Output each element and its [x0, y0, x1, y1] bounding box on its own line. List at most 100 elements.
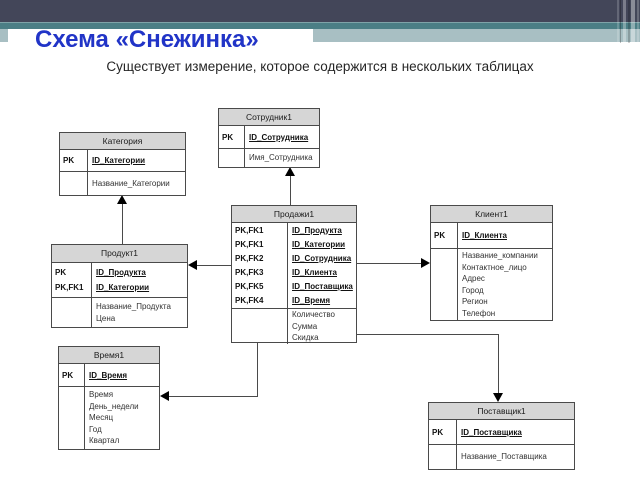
key-field: ID_Сотрудника: [292, 253, 352, 263]
attribute: Имя_Сотрудника: [249, 153, 313, 163]
key-field-column: ID_Категории: [88, 150, 185, 171]
key-column: PK: [219, 126, 245, 148]
attribute: Контактное_лицо: [462, 262, 527, 272]
attribute: Сумма: [292, 321, 318, 331]
table-title: Продажи1: [232, 206, 356, 223]
corner-stripe: [617, 0, 619, 43]
attribute: Регион: [462, 297, 488, 306]
corner-stripe: [628, 0, 630, 43]
connector-prodazhi-sotrudnik: [290, 175, 291, 205]
key-field: ID_Время: [292, 295, 331, 305]
key-label: PK: [432, 427, 444, 437]
header-top-bar: [0, 0, 640, 22]
corner-stripe: [631, 0, 635, 43]
key-label: PK,FK3: [235, 267, 264, 277]
key-label: PK: [222, 132, 234, 142]
key-field-column: ID_Время: [85, 364, 159, 386]
key-label: PK,FK1: [235, 239, 264, 249]
corner-stripe: [620, 0, 621, 43]
attribute: Название_Поставщика: [461, 452, 547, 462]
key-label: PK,FK4: [235, 295, 264, 305]
arrowhead-left-icon: [188, 260, 197, 270]
key-field: ID_Клиента: [292, 267, 337, 277]
table-title: Время1: [59, 347, 159, 364]
attribute: Название_компании: [462, 251, 538, 260]
key-label: PK: [434, 231, 446, 240]
attribute-column: Название_Поставщика: [457, 444, 574, 469]
attribute: Квартал: [89, 436, 120, 446]
attribute: Название_Категории: [92, 178, 170, 188]
attribute-key-gutter: [52, 297, 92, 327]
key-field-column: ID_Клиента: [458, 223, 552, 248]
key-column: PK: [431, 223, 458, 248]
key-label: PK: [62, 370, 74, 380]
connector-prodazhi-klient: [357, 263, 422, 264]
table-title: Поставщик1: [429, 403, 574, 420]
key-label: PK,FK2: [235, 253, 264, 263]
attribute: Скидка: [292, 333, 319, 342]
attribute-key-gutter: [232, 308, 288, 344]
arrowhead-up-icon: [117, 195, 127, 204]
key-label: PK,FK5: [235, 281, 264, 291]
key-field: ID_Поставщика: [292, 281, 353, 291]
slide-subtitle: Существует измерение, которое содержится…: [106, 59, 534, 74]
arrowhead-down-icon: [493, 393, 503, 402]
key-field: ID_Сотрудника: [249, 132, 309, 142]
key-field-column: ID_Поставщика: [457, 420, 574, 444]
key-field: ID_Продукта: [292, 225, 342, 235]
key-field-column: ID_Сотрудника: [245, 126, 319, 148]
key-label: PK: [55, 268, 67, 277]
connector-prodazhi-vremya: [168, 396, 258, 397]
attribute: Цена: [96, 313, 116, 323]
attribute-key-gutter: [60, 171, 88, 195]
header-teal-stripe: [0, 22, 640, 30]
attribute: Адрес: [462, 274, 485, 283]
attribute-key-gutter: [59, 386, 85, 449]
corner-stripe: [623, 0, 626, 43]
corner-stripe: [637, 0, 639, 43]
attribute-column: Имя_Сотрудника: [245, 148, 319, 167]
connector-produkt-kategoriya: [122, 203, 123, 244]
key-label: PK,FK1: [235, 225, 264, 235]
attribute: Месяц: [89, 413, 114, 423]
attribute-key-gutter: [431, 248, 458, 320]
attribute-key-gutter: [219, 148, 245, 167]
table-title: Категория: [60, 133, 185, 150]
key-field: ID_Время: [89, 370, 128, 380]
attribute: Год: [89, 424, 102, 434]
key-column: PK: [429, 420, 457, 444]
attribute: Город: [462, 285, 484, 295]
arrowhead-left-icon: [160, 391, 169, 401]
key-column: PK: [59, 364, 85, 386]
key-field: ID_Клиента: [462, 231, 507, 240]
attribute: Количество: [292, 310, 335, 319]
attribute: Телефон: [462, 308, 496, 318]
attribute: Название_Продукта: [96, 302, 171, 311]
connector-prodazhi-produkt: [196, 265, 231, 266]
table-title: Сотрудник1: [219, 109, 319, 126]
key-label: PK: [63, 156, 75, 165]
connector-prodazhi-postavshchik: [357, 334, 498, 335]
key-field: ID_Категории: [92, 156, 146, 165]
table-title: Клиент1: [431, 206, 552, 223]
attribute-key-gutter: [429, 444, 457, 469]
arrowhead-right-icon: [421, 258, 430, 268]
attribute-column: Название_Категории: [88, 171, 185, 195]
key-field: ID_Категории: [292, 239, 346, 249]
attribute: Время: [89, 390, 114, 400]
arrowhead-up-icon: [285, 167, 295, 176]
